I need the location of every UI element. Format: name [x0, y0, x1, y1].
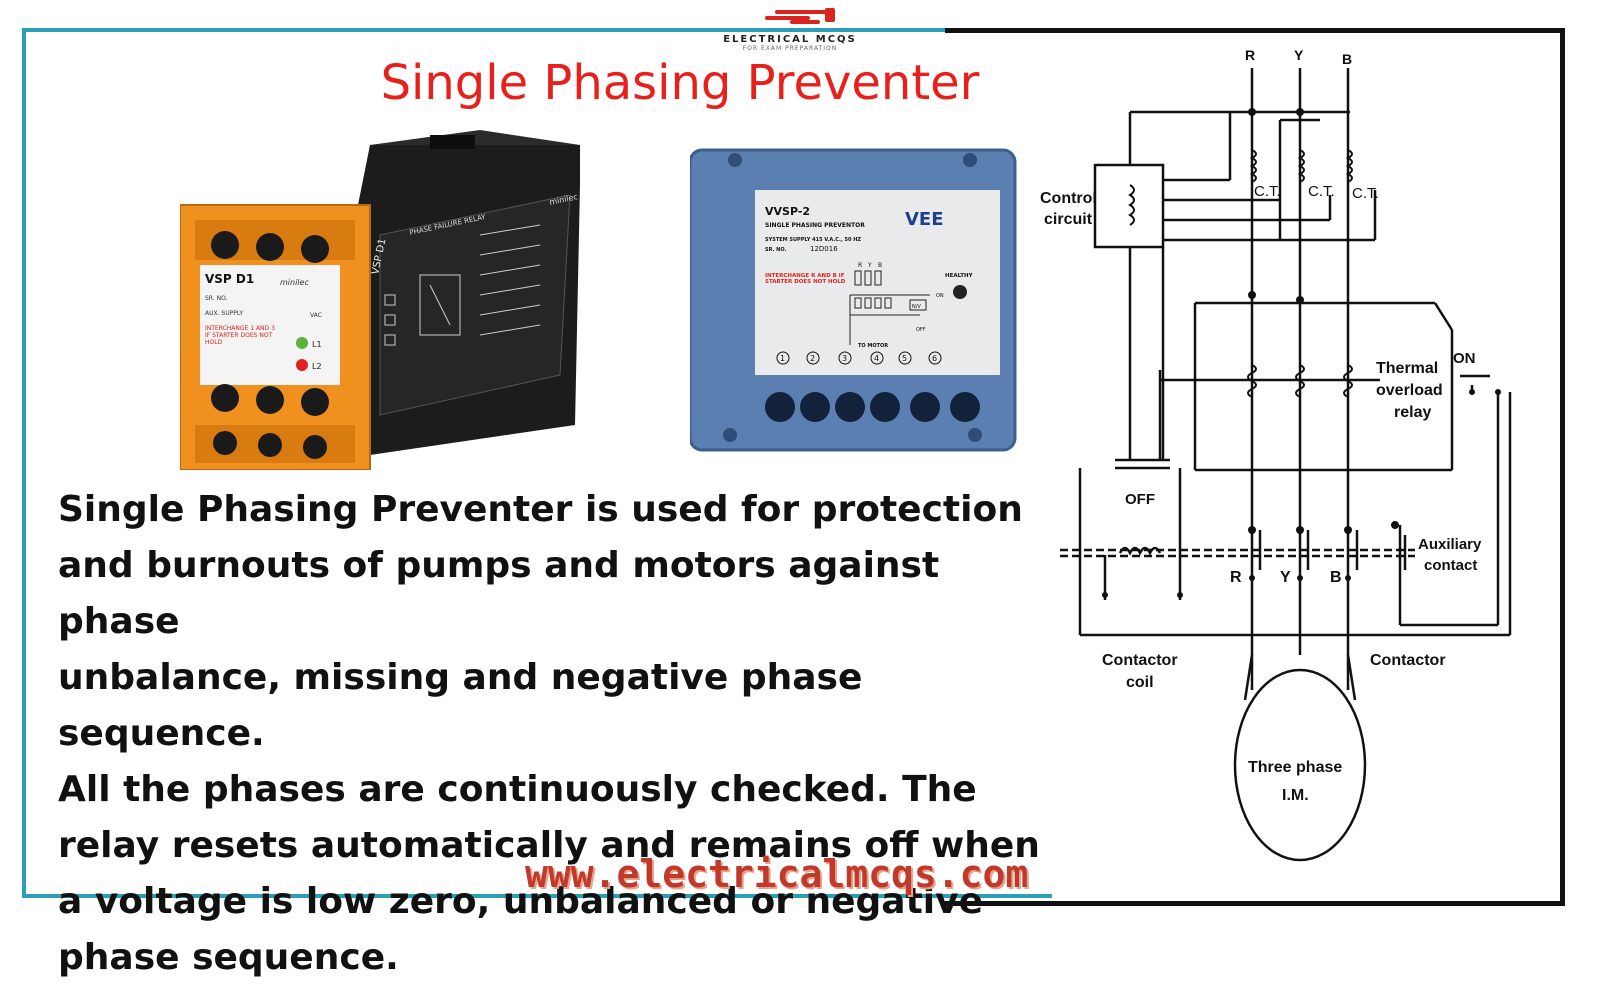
description-line: phase sequence. [58, 937, 399, 978]
phase-b-label: B [1342, 51, 1352, 67]
control-circuit-label-1: Control [1040, 190, 1097, 207]
footer-website-url: www.electricalmcqs.com [525, 852, 1029, 896]
description-line: Single Phasing Preventer is used for pro… [58, 489, 1023, 530]
device2-sr-no-value: 12D016 [810, 245, 838, 253]
device1-brand-label: minilec [280, 278, 309, 287]
device1-model-label: VSP D1 [205, 272, 254, 286]
device1-warning-label: INTERCHANGE 1 AND 3 IF STARTER DOES NOT … [205, 325, 275, 346]
contact-b-label: B [1330, 569, 1342, 586]
logo-tagline: FOR EXAM PREPARATION [742, 45, 838, 52]
logo-mark-icon [735, 8, 845, 24]
auxiliary-contact-label-2: contact [1424, 557, 1477, 574]
device2-brand-label: VEE [905, 209, 944, 230]
ct-label-1: C.T. [1254, 183, 1281, 200]
terminal-6: 6 [932, 354, 937, 363]
terminal-5: 5 [902, 354, 907, 363]
device2-to-motor-label: TO MOTOR [858, 343, 888, 349]
vsp-d1-relay-image: PHASE FAILURE RELAY VSP D1 minilec VSP D… [180, 130, 580, 470]
device2-healthy-label: HEALTHY [945, 273, 974, 279]
right-frame-border [945, 28, 1565, 906]
device2-phase-b: B [878, 262, 882, 269]
device1-led1-label: L1 [312, 340, 322, 349]
description-line: unbalance, missing and negative phase se… [58, 657, 863, 754]
device2-phase-y: Y [867, 262, 872, 269]
motor-label-2: I.M. [1282, 787, 1309, 804]
contact-y-label: Y [1280, 569, 1291, 586]
device2-on-label: ON [936, 293, 944, 299]
description-line: a voltage is low zero, unbalanced or neg… [58, 881, 984, 922]
phase-y-label: Y [1294, 47, 1304, 63]
control-circuit-label-2: circuit [1044, 211, 1093, 228]
description-line: relay resets automatically and remains o… [58, 825, 1040, 866]
description-line: All the phases are continuously checked.… [58, 769, 977, 810]
device2-sr-no-label: SR. NO. [765, 247, 787, 253]
auxiliary-contact-label-1: Auxiliary [1418, 536, 1482, 553]
thermal-overload-label-3: relay [1394, 404, 1431, 421]
contactor-coil-label-2: coil [1126, 674, 1154, 691]
device2-terminal-numbers: 1 2 3 4 5 6 [776, 351, 942, 365]
terminal-1: 1 [780, 354, 785, 363]
left-frame-border [22, 28, 1052, 898]
device2-off-label: OFF [916, 327, 926, 333]
logo-name: ELECTRICAL MCQS [723, 34, 857, 45]
device2-phase-r: R [858, 262, 862, 269]
device2-warning-label: INTERCHANGE R AND B IF STARTER DOES NOT … [765, 273, 846, 285]
device1-sr-no-label: SR. NO. [205, 295, 228, 302]
contactor-coil-label-1: Contactor [1102, 652, 1178, 669]
description-text: Single Phasing Preventer is used for pro… [58, 482, 1048, 986]
device2-subtitle-label: SINGLE PHASING PREVENTOR [765, 222, 865, 229]
contact-r-label: R [1230, 569, 1242, 586]
ct-label-3: C.T. [1352, 185, 1379, 202]
device1-aux-supply-label: AUX. SUPPLY [205, 310, 243, 317]
vvsp-2-preventor-image: VVSP-2 SINGLE PHASING PREVENTOR VEE SYST… [690, 148, 1017, 452]
off-label: OFF [1125, 491, 1155, 508]
device2-nv-label: N/V [912, 304, 921, 310]
ct-label-2: C.T. [1308, 183, 1335, 200]
device2-system-supply-label: SYSTEM SUPPLY 415 V.A.C., 50 HZ [765, 237, 861, 243]
on-label: ON [1453, 350, 1476, 367]
terminal-3: 3 [842, 354, 847, 363]
device1-led2-label: L2 [312, 362, 322, 371]
terminal-2: 2 [810, 354, 815, 363]
page-title: Single Phasing Preventer [380, 55, 980, 111]
device2-model-label: VVSP-2 [765, 205, 810, 218]
description-line: and burnouts of pumps and motors against… [58, 545, 940, 642]
contactor-label: Contactor [1370, 652, 1446, 669]
thermal-overload-label-2: overload [1376, 382, 1443, 399]
circuit-diagram: R Y B Control circuit C.T. C.T. C.T. The… [1040, 47, 1512, 862]
phase-r-label: R [1245, 47, 1255, 63]
site-logo: ELECTRICAL MCQS FOR EXAM PREPARATION [650, 8, 930, 58]
device1-vac-label: VAC [310, 312, 322, 319]
motor-label-1: Three phase [1248, 759, 1342, 776]
thermal-overload-label-1: Thermal [1376, 360, 1438, 377]
terminal-4: 4 [874, 354, 879, 363]
